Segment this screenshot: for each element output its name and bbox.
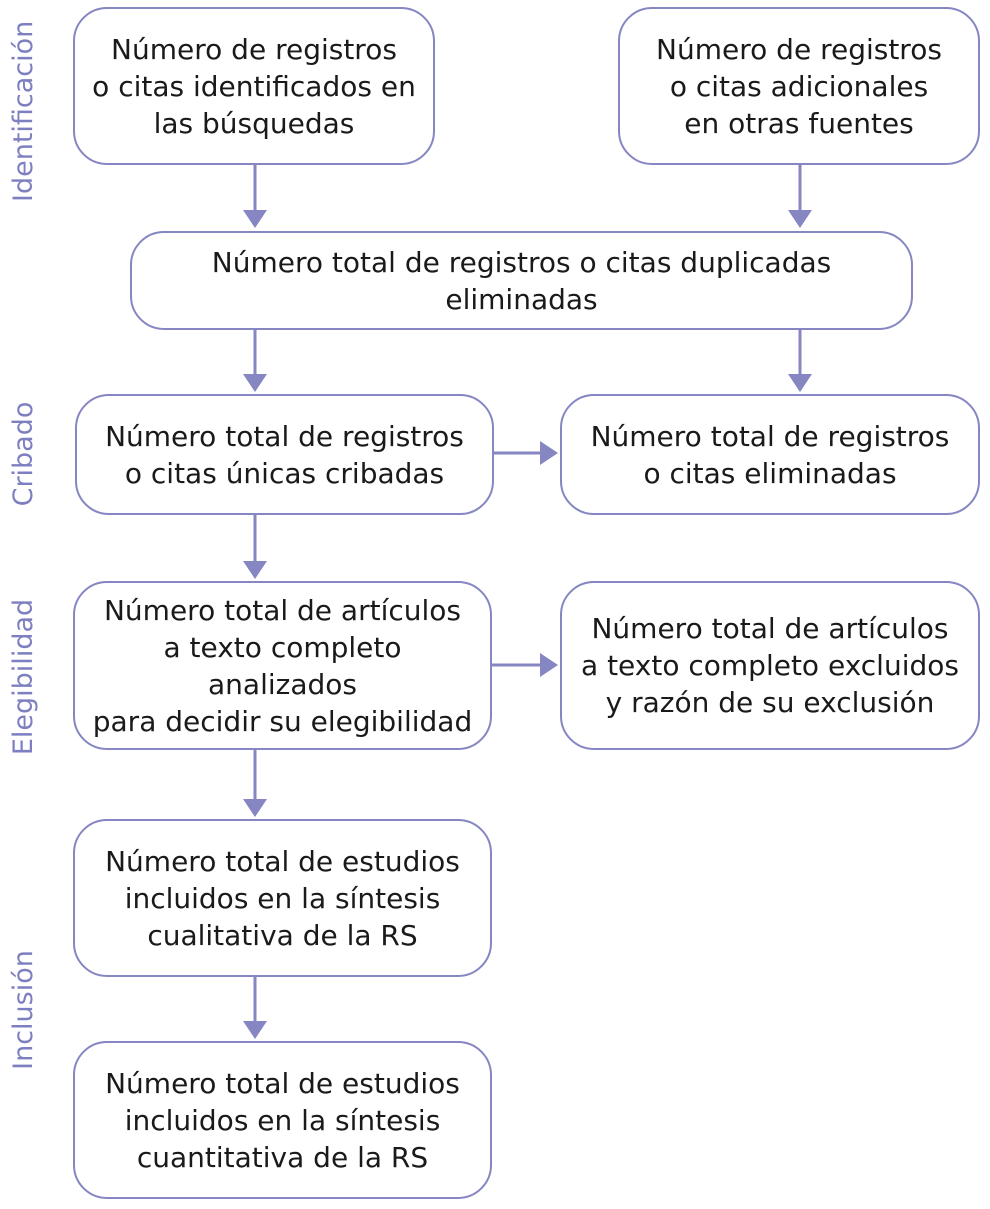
box-articulos-excluidos: Número total de artículos a texto comple… (560, 581, 980, 750)
box-registros-busquedas: Número de registros o citas identificado… (73, 7, 435, 165)
box-articulos-analizados: Número total de artículos a texto comple… (73, 581, 492, 750)
box-duplicadas-eliminadas: Número total de registros o citas duplic… (130, 231, 913, 330)
box-sintesis-cuantitativa: Número total de estudios incluidos en la… (73, 1041, 492, 1199)
box-registros-adicionales: Número de registros o citas adicionales … (618, 7, 980, 165)
box-citas-cribadas: Número total de registros o citas únicas… (75, 394, 494, 515)
box-citas-eliminadas: Número total de registros o citas elimin… (560, 394, 980, 515)
box-sintesis-cualitativa: Número total de estudios incluidos en la… (73, 819, 492, 977)
